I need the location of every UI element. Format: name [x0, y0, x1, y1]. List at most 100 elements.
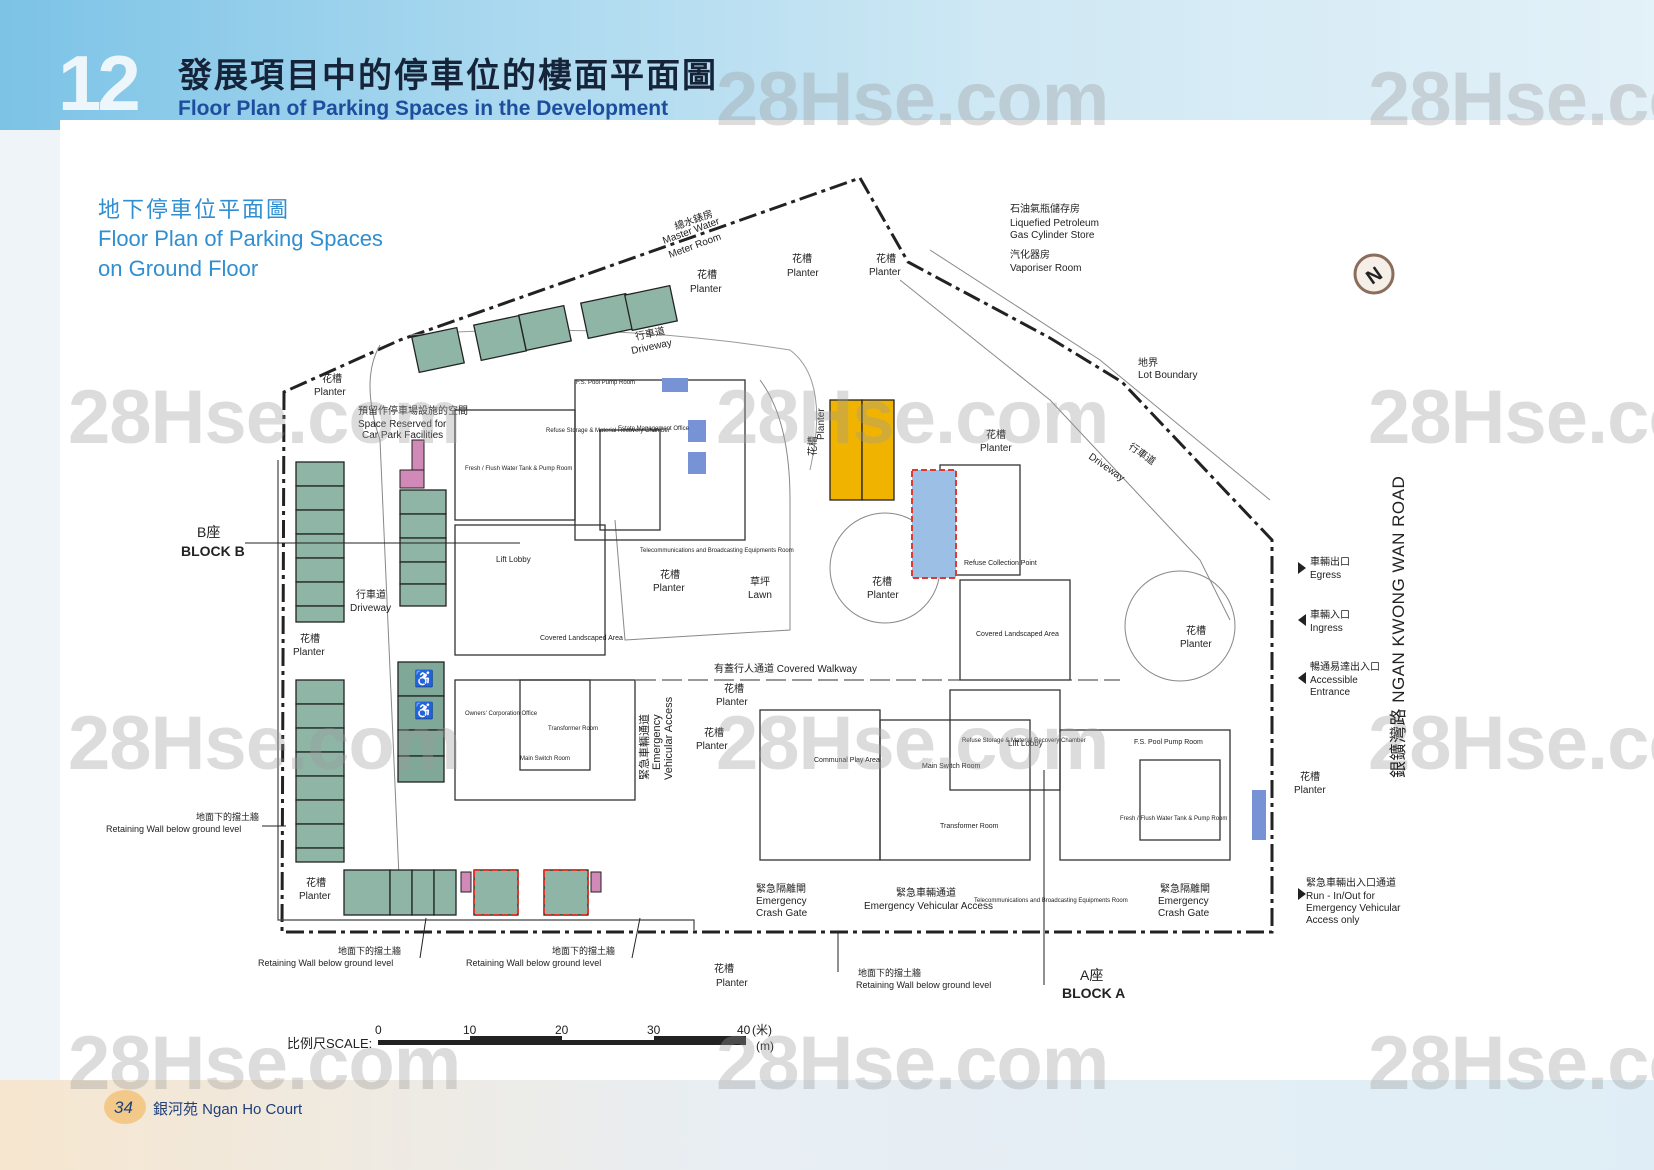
label-planter-en: Planter: [716, 978, 748, 989]
label-egress-zh: 車輛出口: [1310, 555, 1350, 568]
label-planter-zh: 花槽: [306, 876, 326, 889]
label-driveway-zh: 行車道: [356, 588, 386, 601]
label-ingress-zh: 車輛入口: [1310, 608, 1350, 621]
motorcycle-space: [590, 871, 602, 893]
road-label: 銀鑛灣路 NGAN KWONG WAN ROAD: [1389, 475, 1408, 778]
watermark: 28Hse.com: [68, 375, 461, 460]
page-number-badge: [104, 1090, 146, 1124]
scale-bar-segment: [470, 1036, 562, 1040]
label-planter-en: Planter: [716, 697, 748, 708]
label-planter-zh: 花槽: [986, 428, 1006, 441]
footer-background: [0, 1080, 1654, 1170]
label-telecom: Telecommunications and Broadcasting Equi…: [640, 548, 794, 554]
loading-bay: [861, 399, 895, 501]
parking-column-middle: [399, 489, 447, 607]
label-planter-zh: 花槽: [1300, 770, 1320, 783]
label-lift-lobby: Lift Lobby: [496, 555, 531, 564]
parking-column-left: [295, 461, 345, 863]
label-lot-boundary-zh: 地界: [1138, 356, 1158, 369]
label-planter-zh: 花槽: [714, 962, 734, 975]
label-crash-gate-en1: Emergency: [1158, 896, 1209, 907]
label-driveway-zh: 行車道: [1126, 440, 1158, 468]
label-planter-zh: 花槽: [792, 252, 812, 265]
accessible-arrow: [1298, 672, 1306, 684]
project-name: 銀河苑 Ngan Ho Court: [153, 1101, 303, 1118]
plan-labels: 總水錶房 Master Water Meter Room 花槽 Planter …: [106, 202, 1401, 1053]
label-planter-en: Planter: [299, 891, 331, 902]
label-vaporiser-en: Vaporiser Room: [1010, 263, 1082, 274]
watermark: 28Hse.com: [716, 701, 1109, 786]
label-run-in-zh: 緊急車輛出入口通道: [1306, 876, 1396, 889]
page-number: 34: [114, 1098, 133, 1117]
watermark: 28Hse.com: [1368, 1021, 1654, 1106]
label-emergency-va-en: Emergency Vehicular Access: [864, 901, 993, 912]
plan-subtitle-en-line1: Floor Plan of Parking Spaces: [98, 226, 383, 251]
run-in-arrow: [1298, 888, 1306, 900]
plan-subtitle-zh: 地下停車位平面圖: [98, 197, 291, 222]
round-planter-2: [1124, 570, 1236, 682]
label-ingress-en: Ingress: [1310, 623, 1343, 634]
label-block-a-en: BLOCK A: [1062, 985, 1125, 1001]
label-retaining-en: Retaining Wall below ground level: [258, 958, 393, 968]
label-covered-landscaped: Covered Landscaped Area: [976, 631, 1059, 638]
section-number: 12: [58, 39, 141, 127]
diagonal-driveway: [929, 249, 1271, 501]
label-lpg-zh: 石油氣瓶儲存房: [1010, 202, 1080, 215]
label-lpg-en1: Liquefied Petroleum: [1010, 218, 1099, 229]
egress-arrow: [1298, 562, 1306, 574]
scale-tick: 40: [737, 1023, 751, 1037]
watermark: 28Hse.com: [68, 701, 461, 786]
label-space-reserved-zh: 預留作停車場設施的空間: [358, 404, 468, 417]
label-block-b-en: BLOCK B: [181, 543, 245, 559]
label-space-reserved-en1: Space Reserved for: [358, 419, 447, 430]
label-crash-gate-zh: 緊急隔離閘: [1160, 882, 1210, 895]
diagonal-driveway-2: [899, 279, 1231, 621]
scale-unit-en: (m): [756, 1039, 774, 1053]
label-emergency-vehicular-zh: 緊急車輛通道: [896, 886, 956, 899]
page-title-en: Floor Plan of Parking Spaces in the Deve…: [178, 97, 669, 120]
reserved-space: [473, 869, 519, 916]
driveway-curve: [369, 344, 401, 901]
stair-hatch: [662, 378, 1266, 840]
label-retaining-en: Retaining Wall below ground level: [466, 958, 601, 968]
watermark: 28Hse.com: [1368, 57, 1654, 142]
label-planter-en: Planter: [787, 268, 819, 279]
reserved-space: [543, 869, 589, 916]
label-egress-en: Egress: [1310, 570, 1341, 581]
wheelchair-icon: ♿: [414, 669, 434, 688]
label-planter-zh: 花槽: [322, 372, 342, 385]
label-driveway-en: Driveway: [350, 603, 391, 614]
label-run-in-en3: Access only: [1306, 915, 1359, 926]
label-crash-gate-zh: 緊急隔離閘: [756, 882, 806, 895]
label-vaporiser-zh: 汽化器房: [1010, 248, 1050, 261]
label-lift-lobby: Lift Lobby: [1008, 739, 1043, 748]
label-planter-zh: 花槽: [704, 726, 724, 739]
label-fs-pump: F.S. Pool Pump Room: [1134, 739, 1203, 746]
label-planter-zh: 花槽: [1186, 624, 1206, 637]
label-telecom: Telecommunications and Broadcasting Equi…: [974, 898, 1128, 904]
watermark: 28Hse.com: [716, 1021, 1109, 1106]
watermark: 28Hse.com: [716, 375, 1109, 460]
label-planter-en: Planter: [1180, 639, 1212, 650]
label-planter-zh: 花槽: [872, 575, 892, 588]
label-run-in-en1: Run - In/Out for: [1306, 891, 1376, 902]
label-accessible-en2: Entrance: [1310, 687, 1350, 698]
label-planter-zh: 花槽: [660, 568, 680, 581]
wheelchair-icon: ♿: [414, 701, 434, 720]
label-crash-gate-en1: Emergency: [756, 896, 807, 907]
label-planter-en: Planter: [1294, 785, 1326, 796]
page-title-zh: 發展項目中的停車位的樓面平面圖: [178, 57, 718, 95]
block-a-building: [759, 464, 1231, 861]
label-transformer: Transformer Room: [548, 726, 598, 732]
label-planter-en: Planter: [293, 647, 325, 658]
label-block-b-zh: B座: [197, 524, 220, 540]
block-b-building: [454, 379, 746, 801]
label-planter-en: Planter: [653, 583, 685, 594]
label-refuse-storage: Refuse Storage & Material Recovery Chamb…: [962, 738, 1086, 744]
motorcycle-space: [460, 871, 472, 893]
plan-subtitle-en-line2: on Ground Floor: [98, 256, 259, 281]
label-retaining-zh: 地面下的擋土牆: [552, 945, 615, 956]
loading-bay: [829, 399, 863, 501]
header-background: [0, 0, 1654, 130]
label-lawn-en: Lawn: [748, 590, 772, 601]
